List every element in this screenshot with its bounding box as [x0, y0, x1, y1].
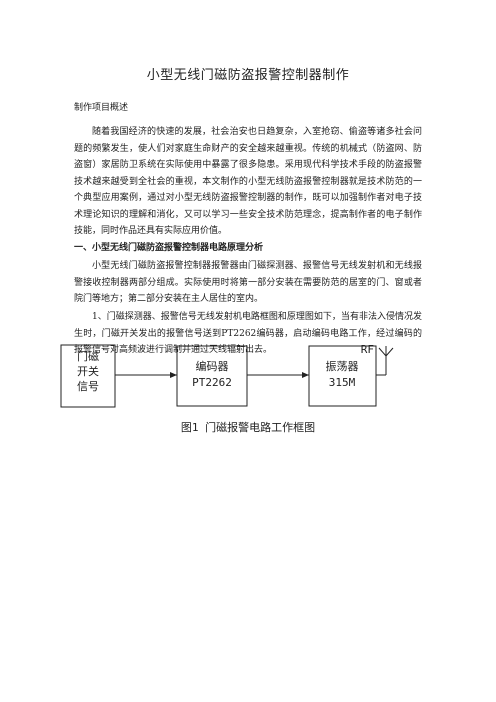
document-title: 小型无线门磁防盗报警控制器制作	[146, 68, 350, 83]
section-heading: 一、小型无线门磁防盗报警控制器电路原理分析	[74, 243, 264, 253]
box3-line: 315M	[329, 376, 356, 389]
arrow-head	[302, 372, 309, 378]
box2-line: 编码器	[196, 359, 229, 373]
box1-line: 信号	[77, 380, 99, 393]
antenna-label: RF	[361, 343, 374, 356]
principle-paragraph: 小型无线门磁防盗报警控制器报警器由门磁探测器、报警信号无线发射机和无线报警接收控…	[74, 261, 422, 304]
section-subheading: 制作项目概述	[74, 103, 129, 113]
box3-line: 振荡器	[326, 359, 359, 373]
oscillator-box	[308, 345, 377, 407]
antenna-icon	[378, 347, 394, 357]
overview-paragraph: 随着我国经济的快速的发展，社会治安也日趋复杂，入室抢窃、偷盗等诸多社会问题的频繁…	[74, 127, 422, 236]
encoder-box	[176, 345, 248, 407]
box2-line: PT2262	[192, 376, 232, 389]
box1-line: 门磁	[77, 349, 99, 363]
box1-line: 开关	[77, 364, 99, 378]
arrow-head	[170, 372, 177, 378]
transmitter-paragraph: 1、门磁探测器、报警信号无线发射机电路框图和原理图如下，当有非法入侵情况发生时，…	[74, 312, 422, 355]
figure-caption: 图1 门磁报警电路工作框图	[181, 420, 315, 434]
door-sensor-box	[60, 344, 116, 408]
